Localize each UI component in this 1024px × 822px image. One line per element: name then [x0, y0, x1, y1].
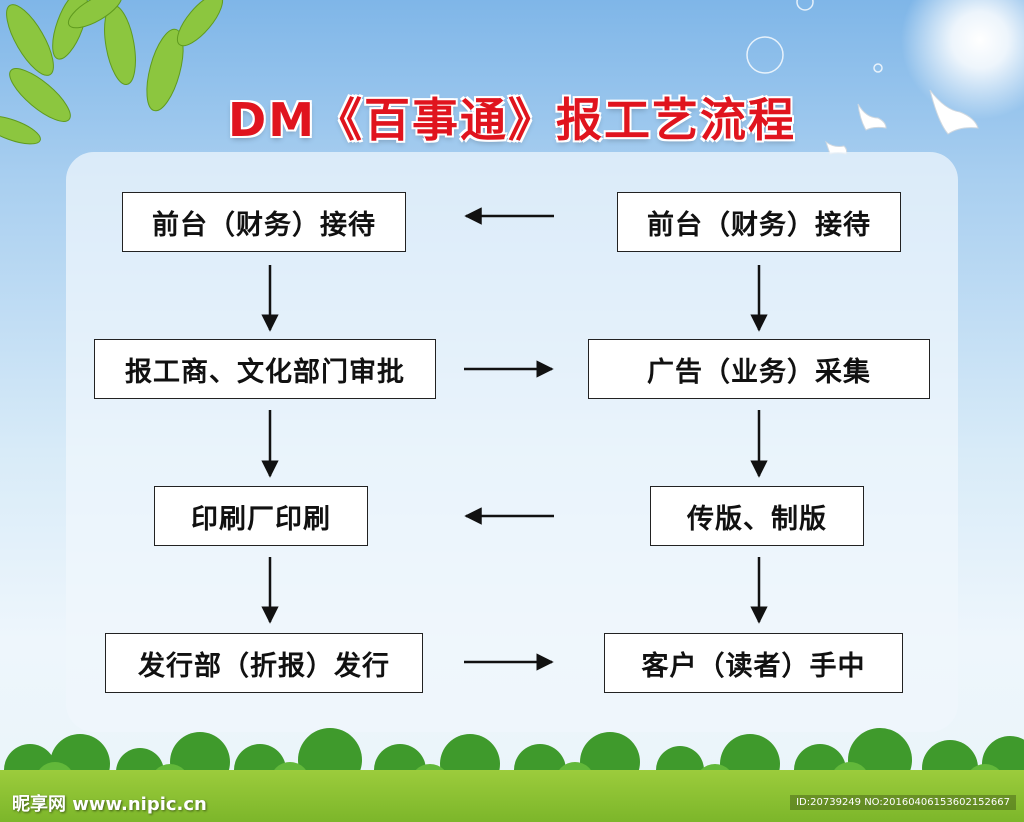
node-customer: 客户（读者）手中: [604, 633, 903, 693]
node-printing: 印刷厂印刷: [154, 486, 368, 546]
node-ad-collection: 广告（业务）采集: [588, 339, 930, 399]
node-plate-making: 传版、制版: [650, 486, 864, 546]
node-reception-left: 前台（财务）接待: [122, 192, 406, 252]
node-reception-right: 前台（财务）接待: [617, 192, 901, 252]
image-id-label: ID:20739249 NO:20160406153602152667: [790, 795, 1016, 810]
page-title: DM《百事通》报工艺流程: [228, 93, 796, 147]
node-approval: 报工商、文化部门审批: [94, 339, 436, 399]
leaves-decoration: [0, 0, 224, 145]
bubbles-decoration: [746, 0, 883, 74]
doves-decoration: [825, 89, 979, 155]
site-watermark: 昵享网 www.nipic.cn: [12, 794, 207, 815]
grass-ground: [0, 770, 1024, 822]
node-distribution: 发行部（折报）发行: [105, 633, 423, 693]
